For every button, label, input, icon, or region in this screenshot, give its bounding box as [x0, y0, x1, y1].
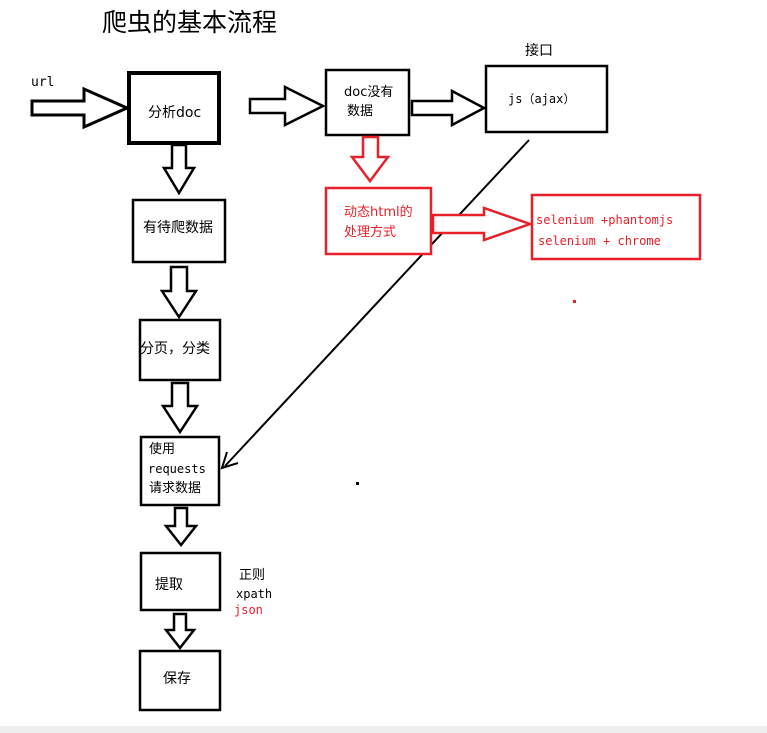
dynamic-html-label-line2: 处理方式	[344, 225, 397, 240]
box-js-ajax	[484, 64, 609, 134]
extract-label: 提取	[155, 577, 183, 593]
box-paging	[138, 318, 222, 382]
arrow-dynamic-to-selenium	[431, 206, 534, 242]
stray-dot-black	[356, 482, 359, 485]
extract-method-regex: 正则	[239, 568, 266, 583]
arrow-nodata-down-red	[349, 135, 391, 184]
arrow-url-to-analyze	[30, 86, 131, 130]
requests-label-line3: 请求数据	[149, 481, 202, 496]
box-requests	[139, 435, 221, 507]
analyze-doc-label: 分析doc	[148, 105, 202, 121]
arrow-extract-down	[163, 612, 197, 651]
extract-method-json: json	[234, 603, 263, 617]
url-label: url	[31, 75, 55, 90]
extract-method-xpath: xpath	[236, 587, 273, 601]
arrow-paging-down	[160, 381, 200, 435]
box-pending-data	[131, 198, 227, 264]
arrow-analyze-down	[161, 143, 197, 196]
arrow-nodata-to-js	[410, 88, 487, 128]
arrowhead-js-to-requests	[220, 451, 239, 470]
arrow-pending-down	[159, 265, 199, 320]
bottom-scroll-area	[0, 726, 767, 733]
arrow-analyze-to-nodata	[248, 84, 326, 128]
doc-no-data-label-line2: 数据	[347, 104, 374, 119]
stray-dot-red	[573, 300, 576, 303]
save-label: 保存	[163, 671, 191, 687]
box-dynamic-html	[324, 186, 433, 256]
selenium-phantomjs-label: selenium +phantomjs	[536, 213, 674, 227]
js-ajax-label: js（ajax）	[508, 92, 576, 106]
pending-data-label: 有待爬数据	[143, 220, 213, 236]
dynamic-html-label-line1: 动态html的	[344, 205, 413, 220]
doc-no-data-label-line1: doc没有	[344, 85, 394, 100]
box-selenium	[530, 193, 702, 261]
box-doc-no-data	[324, 68, 411, 137]
api-label: 接口	[525, 43, 553, 59]
requests-label-line2: requests	[148, 462, 206, 476]
arrow-requests-down	[163, 506, 199, 548]
diagram-title: 爬虫的基本流程	[102, 8, 278, 37]
box-save	[138, 649, 222, 712]
requests-label-line1: 使用	[149, 442, 176, 457]
box-analyze-doc	[127, 71, 221, 145]
paging-label: 分页，分类	[140, 341, 210, 357]
box-extract	[139, 551, 222, 612]
selenium-chrome-label: selenium + chrome	[538, 234, 661, 248]
line-js-to-requests	[224, 139, 530, 467]
